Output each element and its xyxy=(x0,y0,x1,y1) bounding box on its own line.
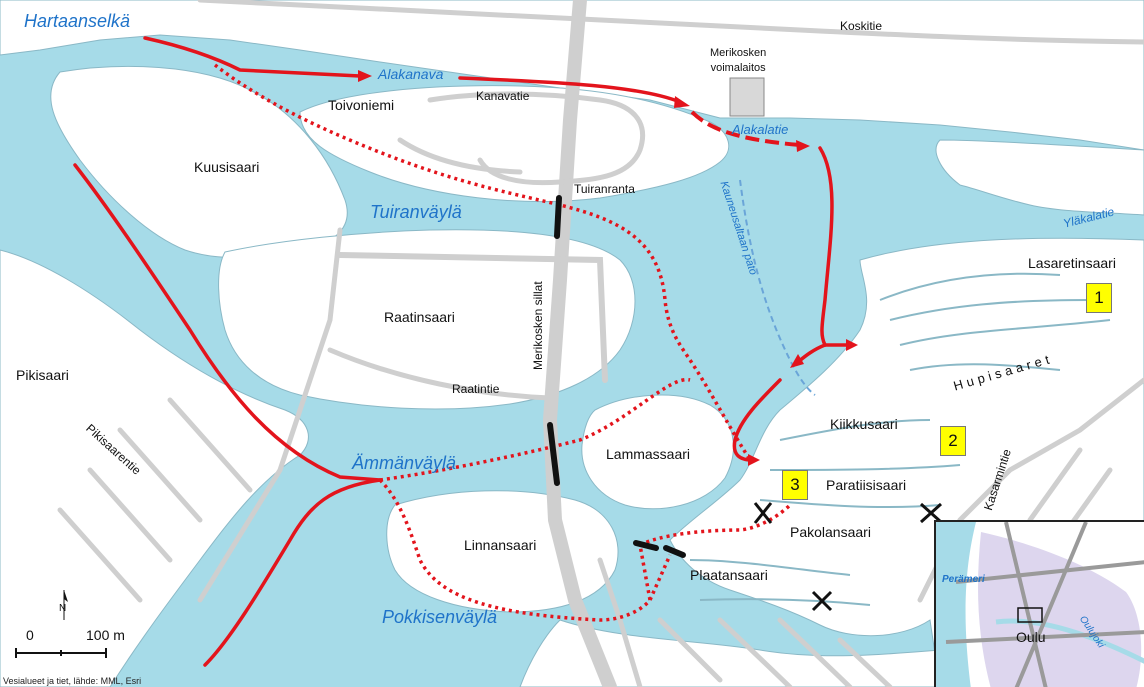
north-arrow-icon xyxy=(63,590,68,620)
label-toivoniemi: Toivoniemi xyxy=(328,97,395,113)
label-plaatansaari: Plaatansaari xyxy=(690,567,768,583)
label-alakalatie: Alakalatie xyxy=(732,122,789,137)
label-merikosken-sillat: Merikosken sillat xyxy=(531,281,545,370)
label-lammassaari: Lammassaari xyxy=(606,446,691,462)
label-linnansaari: Linnansaari xyxy=(464,537,537,553)
lammassaari-land xyxy=(581,394,734,510)
label-kiikkusaari: Kiikkusaari xyxy=(830,416,898,432)
label-alakanava: Alakanava xyxy=(378,66,444,82)
marker-3[interactable]: 3 xyxy=(782,470,808,500)
label-paratiisisaari: Paratiisisaari xyxy=(826,477,907,493)
east-bank-land xyxy=(935,139,1144,216)
dam-line xyxy=(739,179,816,396)
label-raatintie: Raatintie xyxy=(452,382,500,396)
marker-1[interactable]: 1 xyxy=(1086,283,1112,313)
route-west-south xyxy=(203,478,382,667)
label-tuiranranta: Tuiranranta xyxy=(574,182,635,196)
label-raatinsaari: Raatinsaari xyxy=(384,309,455,325)
route-west-long xyxy=(73,163,382,482)
scale-distance: 100 m xyxy=(86,627,125,643)
label-ammanvayla: Ämmänväylä xyxy=(352,453,457,473)
source-attribution: Vesialueet ja tiet, lähde: MML, Esri xyxy=(3,676,142,686)
inset-label-perameri: Perämeri xyxy=(942,574,985,585)
scale-bar: 0 100 m xyxy=(14,626,125,662)
label-pokkisenvayla: Pokkisenväylä xyxy=(382,607,498,627)
label-kuusisaari: Kuusisaari xyxy=(194,159,260,175)
label-hartaanselka: Hartaanselkä xyxy=(24,11,131,31)
north-label: N xyxy=(59,603,67,614)
power-plant-building xyxy=(729,77,765,117)
label-tuiranvayla: Tuiranväylä xyxy=(370,202,462,222)
inset-label-oulu: Oulu xyxy=(1016,629,1046,645)
scale-zero: 0 xyxy=(26,627,34,643)
inset-map[interactable]: Perämeri Oulujoki Oulu xyxy=(934,520,1144,687)
label-lasaretinsaari: Lasaretinsaari xyxy=(1028,255,1116,271)
label-koskitie: Koskitie xyxy=(840,19,883,33)
inset-drawing xyxy=(936,522,1144,687)
route-hartaanselka xyxy=(143,36,362,78)
label-kanavatie: Kanavatie xyxy=(476,89,530,103)
label-pakolansaari: Pakolansaari xyxy=(790,524,871,540)
label-power-plant: Merikosken voimalaitos xyxy=(710,47,767,74)
raatinsaari-land xyxy=(218,229,636,410)
marker-2[interactable]: 2 xyxy=(940,426,966,456)
label-pikisaari: Pikisaari xyxy=(16,367,69,383)
